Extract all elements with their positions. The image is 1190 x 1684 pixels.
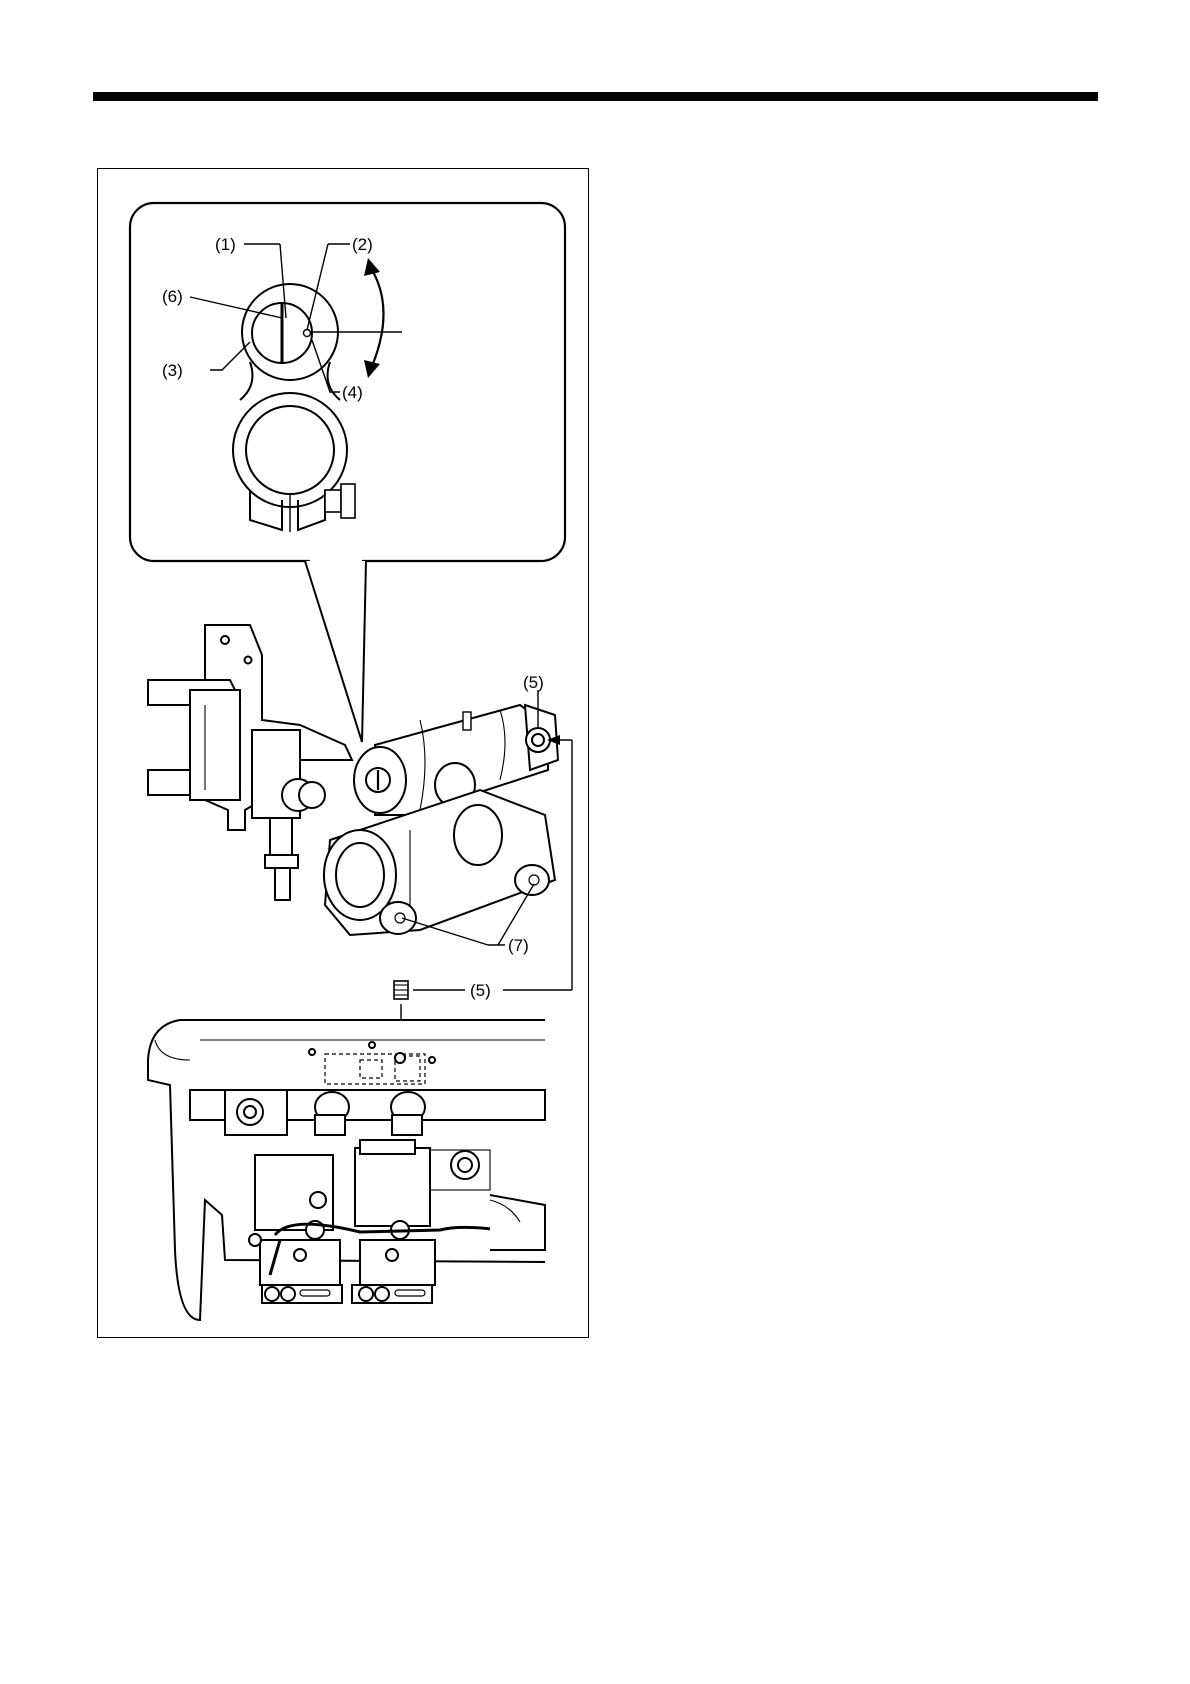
label-7: (7): [508, 936, 529, 955]
label-6: (6): [162, 287, 183, 306]
label-4: (4): [342, 383, 363, 402]
label-5-bottom: (5): [470, 981, 491, 1000]
machine-bed-view: [148, 1020, 545, 1320]
detail-inset: [130, 203, 565, 742]
label-3: (3): [162, 361, 183, 380]
label-5-top: (5): [523, 673, 544, 692]
label-2: (2): [352, 235, 373, 254]
label-1: (1): [215, 235, 236, 254]
